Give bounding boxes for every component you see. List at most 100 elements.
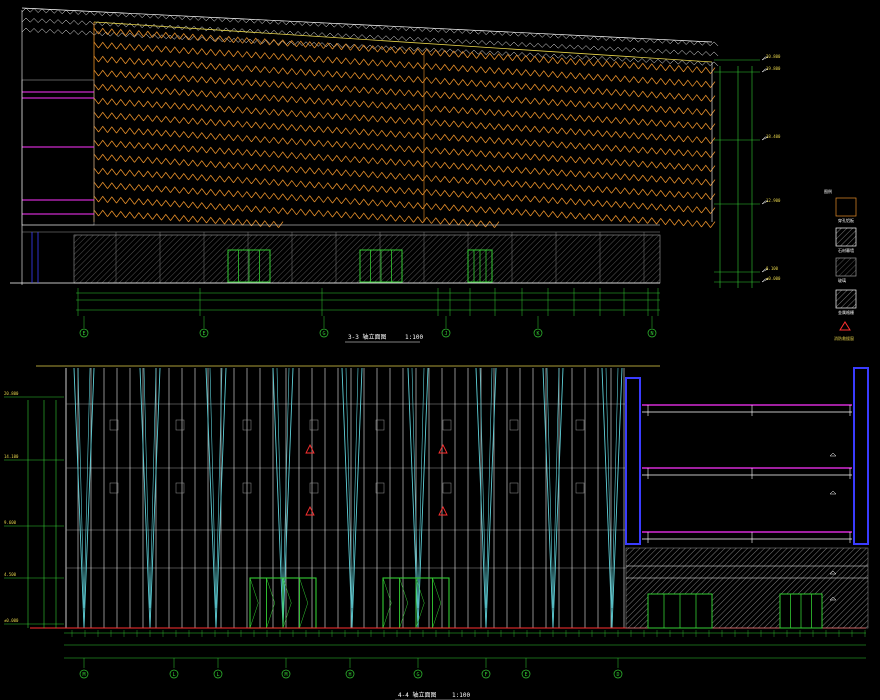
chevron-stroke: [696, 178, 702, 186]
legend-label: 石材幕墙: [838, 247, 854, 253]
chevron-stroke: [457, 29, 463, 34]
chevron-stroke: [413, 160, 419, 167]
chevron-stroke: [147, 185, 153, 192]
chevron-stroke: [581, 35, 587, 40]
chevron-stroke: [615, 215, 621, 223]
chevron-stroke: [179, 215, 185, 222]
chevron-stroke: [476, 178, 482, 185]
chevron-stroke: [579, 157, 585, 164]
chevron-stroke: [21, 17, 27, 23]
chevron-stroke: [685, 50, 691, 55]
chevron-stroke: [557, 127, 563, 134]
chevron-stroke: [534, 98, 540, 105]
chevron-stroke: [120, 183, 126, 190]
chevron-stroke: [359, 86, 365, 94]
chevron-stroke: [638, 104, 644, 112]
chevron-stroke: [327, 168, 333, 176]
chevron-stroke: [494, 123, 500, 130]
chevron-stroke: [336, 43, 342, 50]
chevron-stroke: [147, 73, 153, 80]
chevron-stroke: [656, 77, 662, 85]
chevron-stroke: [498, 207, 504, 215]
chevron-stroke: [354, 44, 360, 52]
chevron-stroke: [593, 73, 599, 81]
chevron-stroke: [467, 79, 473, 87]
chevron-stroke: [179, 33, 185, 40]
chevron-stroke: [225, 37, 231, 43]
chevron-stroke: [98, 167, 104, 175]
chevron-stroke: [440, 119, 446, 127]
chevron-stroke: [363, 213, 369, 220]
chevron-stroke: [606, 102, 612, 110]
chevron-stroke: [161, 34, 167, 39]
chevron-stroke: [705, 151, 711, 158]
chevron-stroke: [399, 117, 405, 125]
chevron-stroke: [363, 59, 369, 66]
chevron-stroke: [209, 16, 215, 22]
chevron-stroke: [593, 55, 599, 61]
chevron-stroke: [193, 16, 199, 21]
chevron-stroke: [341, 43, 347, 50]
chevron-stroke: [260, 220, 266, 227]
chevron-stroke: [381, 102, 387, 109]
chevron-stroke: [647, 175, 653, 182]
chevron-stroke: [657, 58, 663, 64]
chevron-stroke: [674, 121, 680, 128]
chevron-stroke: [143, 128, 149, 136]
chevron-stroke: [674, 163, 680, 170]
chevron-stroke: [541, 33, 547, 38]
chevron-stroke: [685, 40, 691, 45]
chevron-stroke: [606, 74, 612, 82]
chevron-stroke: [677, 40, 683, 45]
chevron-stroke: [588, 143, 594, 151]
chevron-stroke: [327, 210, 333, 218]
chevron-stroke: [674, 205, 680, 212]
chevron-stroke: [332, 140, 338, 148]
chevron-stroke: [281, 20, 287, 25]
chevron-stroke: [509, 51, 515, 57]
chevron-stroke: [497, 31, 503, 36]
chevron-stroke: [485, 52, 491, 60]
chevron-stroke: [489, 137, 495, 144]
chevron-stroke: [665, 190, 671, 197]
chevron-stroke: [152, 101, 158, 108]
chevron-stroke: [215, 91, 221, 98]
chevron-stroke: [332, 42, 338, 50]
chevron-stroke: [165, 116, 171, 123]
chevron-stroke: [350, 128, 356, 135]
chevron-stroke: [638, 188, 644, 196]
chevron-stroke: [467, 121, 473, 129]
chevron-stroke: [633, 132, 639, 140]
chevron-stroke: [476, 150, 482, 157]
chevron-stroke: [557, 141, 563, 148]
chevron-stroke: [444, 176, 450, 183]
chevron-stroke: [37, 28, 43, 33]
chevron-stroke: [359, 100, 365, 108]
chevron-stroke: [341, 33, 347, 38]
chevron-stroke: [253, 19, 259, 24]
chevron-stroke: [435, 119, 441, 127]
chevron-stroke: [165, 200, 171, 207]
chevron-stroke: [93, 195, 99, 203]
chevron-stroke: [251, 163, 257, 171]
chevron-stroke: [363, 143, 369, 150]
axis-label: M: [284, 672, 287, 678]
chevron-stroke: [368, 129, 374, 136]
chevron-stroke: [647, 217, 653, 224]
chevron-stroke: [597, 88, 603, 95]
chevron-stroke: [462, 163, 468, 171]
chevron-stroke: [143, 184, 149, 192]
chevron-stroke: [98, 111, 104, 119]
chevron-stroke: [291, 124, 297, 132]
chevron-stroke: [381, 186, 387, 193]
chevron-stroke: [710, 67, 716, 74]
chevron-stroke: [206, 76, 212, 84]
chevron-stroke: [233, 38, 239, 43]
chevron-stroke: [161, 129, 167, 137]
chevron-stroke: [120, 113, 126, 120]
chevron-stroke: [327, 182, 333, 190]
chevron-stroke: [381, 144, 387, 151]
chevron-stroke: [323, 182, 329, 189]
chevron-stroke: [183, 187, 189, 195]
